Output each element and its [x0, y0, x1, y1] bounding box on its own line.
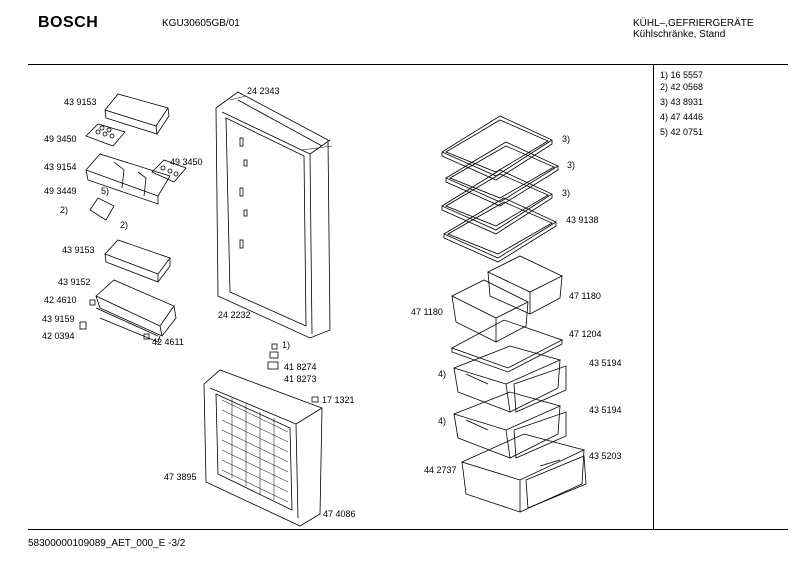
document-id: 58300000109089_AET_000_E -3/2 — [28, 538, 186, 549]
door-shelf-middle-drawing — [104, 239, 171, 283]
hinge-parts-drawing — [267, 343, 319, 403]
part-label: 41 8274 — [284, 362, 317, 372]
part-label: 43 9153 — [64, 97, 97, 107]
legend-list: 1) 16 5557 2) 42 0568 3) 43 8931 4) 47 4… — [660, 69, 703, 138]
part-label: 49 3449 — [44, 186, 77, 196]
freezer-door-drawing — [203, 369, 323, 527]
egg-tray-2-drawing — [151, 159, 187, 183]
part-label: 24 2232 — [218, 310, 251, 320]
footer-rule — [28, 529, 788, 530]
freezer-drawer-drawing — [452, 345, 567, 413]
part-label: 42 0394 — [42, 331, 75, 341]
header-rule — [28, 64, 788, 65]
holder-icon — [79, 321, 87, 330]
bottle-shelf-drawing — [95, 279, 177, 343]
part-label: 43 5194 — [589, 358, 622, 368]
part-label: 47 4086 — [323, 509, 356, 519]
part-label: 43 5194 — [589, 405, 622, 415]
part-ref-label: 3) — [562, 188, 571, 198]
door-shelf-top-drawing — [104, 93, 170, 135]
clip-icon — [89, 299, 96, 306]
part-label: 43 9138 — [566, 215, 599, 225]
legend-item: 5) 42 0751 — [660, 127, 704, 137]
part-label: 43 5203 — [589, 451, 622, 461]
brand-logo: BOSCH — [38, 14, 99, 31]
part-label: 43 9154 — [44, 162, 77, 172]
part-label: 44 2737 — [424, 465, 457, 475]
clip-icon — [143, 333, 150, 340]
model-number: KGU30605GB/01 — [162, 18, 240, 29]
part-label: 41 8273 — [284, 374, 317, 384]
part-label: 43 9159 — [42, 314, 75, 324]
leader-line — [229, 95, 247, 101]
leader-line — [301, 145, 333, 151]
part-label: 47 1180 — [569, 291, 601, 301]
part-label: 42 4611 — [152, 337, 184, 347]
part-ref-label: 3) — [562, 134, 571, 144]
legend-item: 1) 16 5557 — [660, 70, 704, 80]
legend-item: 3) 43 8931 — [660, 97, 704, 107]
egg-tray-drawing — [85, 123, 126, 147]
part-label: 47 1180 — [411, 307, 443, 317]
part-ref-label: 5) — [101, 186, 110, 196]
legend-item: 4) 47 4446 — [660, 112, 704, 122]
glass-shelf-drawing — [445, 141, 559, 207]
part-label: 17 1321 — [322, 395, 355, 405]
part-label: 42 4610 — [44, 295, 77, 305]
part-label: 43 9152 — [58, 277, 91, 287]
storage-box-drawing — [487, 255, 563, 315]
part-ref-label: 2) — [60, 205, 69, 215]
storage-box-drawing — [451, 279, 529, 343]
part-ref-label: 3) — [567, 160, 576, 170]
part-label: 43 9153 — [62, 245, 95, 255]
glass-shelf-drawing — [441, 115, 553, 181]
part-ref-label: 4) — [438, 369, 447, 379]
category-title: KÜHL–,GEFRIERGERÄTE — [633, 18, 754, 29]
dairy-compartment-drawing — [85, 153, 171, 205]
part-ref-label: 1) — [282, 340, 291, 350]
part-label: 24 2343 — [247, 86, 280, 96]
part-label: 49 3450 — [44, 134, 77, 144]
part-label: 49 3450 — [170, 157, 203, 167]
part-label: 47 3895 — [164, 472, 197, 482]
legend-divider — [653, 64, 654, 529]
category-subtitle: Kühlschränke, Stand — [633, 29, 726, 40]
crisper-cover-drawing — [451, 319, 564, 373]
fridge-door-drawing — [215, 91, 331, 339]
glass-shelf-drawing — [443, 197, 557, 263]
glass-shelf-drawing — [441, 169, 553, 235]
part-ref-label: 2) — [120, 220, 129, 230]
freezer-drawer-drawing — [452, 391, 567, 459]
flap-drawing — [89, 197, 115, 221]
legend-item: 2) 42 0568 — [660, 82, 704, 92]
freezer-drawer-large-drawing — [460, 433, 587, 513]
part-ref-label: 4) — [438, 416, 447, 426]
part-label: 47 1204 — [569, 329, 602, 339]
